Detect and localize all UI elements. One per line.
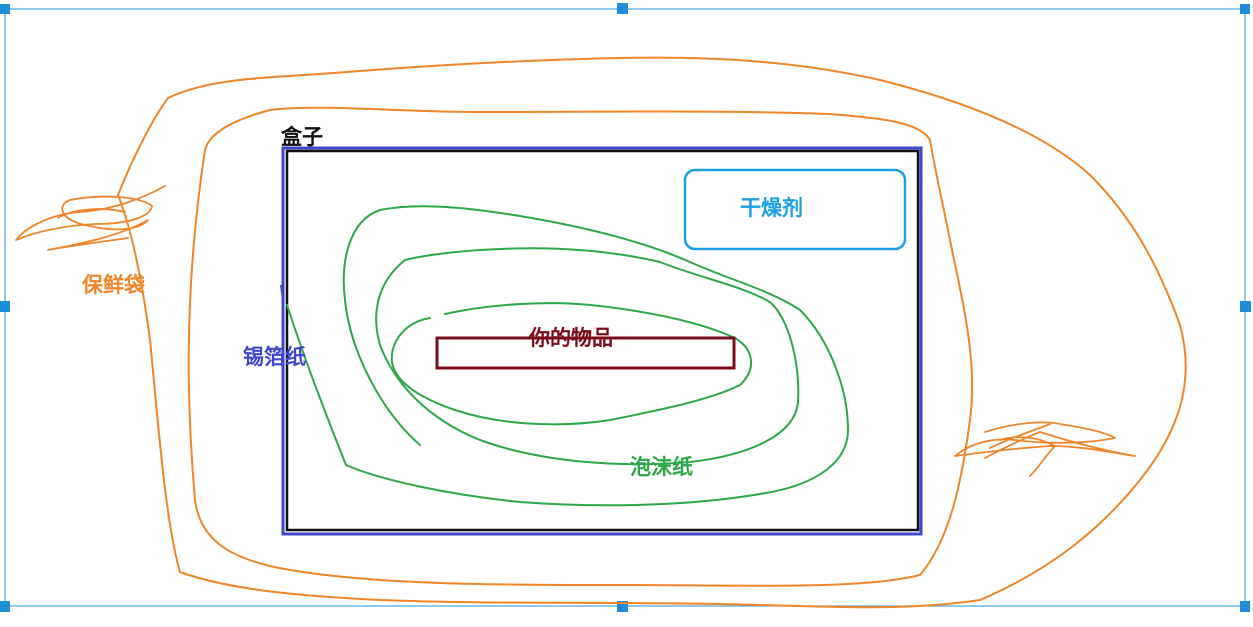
handle-bottom-left[interactable] [0, 601, 10, 612]
handle-top-center[interactable] [617, 3, 628, 14]
foil-edge-left [280, 284, 284, 301]
box-outline [285, 149, 920, 532]
foam-middle-outline [375, 247, 800, 466]
bag-outline [117, 56, 1187, 609]
selection-handles[interactable] [0, 3, 1251, 612]
foam-label: 泡沫纸 [630, 455, 693, 479]
handle-top-right[interactable] [1240, 4, 1250, 14]
foil-label: 锡箔纸 [243, 345, 306, 369]
foam-inner-outline [390, 302, 753, 426]
selection-frame [4, 8, 1246, 607]
handle-middle-left[interactable] [0, 301, 10, 312]
handle-bottom-right[interactable] [1240, 601, 1250, 612]
item-label: 你的物品 [529, 326, 613, 350]
handle-top-left[interactable] [0, 4, 10, 14]
bag-tie-left [15, 185, 166, 251]
box-label: 盒子 [281, 125, 323, 149]
foam-outer-outline [286, 205, 849, 507]
handle-middle-right[interactable] [1240, 301, 1251, 312]
bag-tie-right [954, 421, 1136, 477]
bag-label: 保鲜袋 [82, 273, 145, 297]
item-outline [435, 336, 736, 370]
bag-inner-outline [187, 106, 974, 587]
foil-outline [281, 146, 923, 536]
desiccant-outline [683, 168, 907, 251]
handle-bottom-center[interactable] [617, 601, 628, 612]
desiccant-label: 干燥剂 [740, 196, 803, 220]
